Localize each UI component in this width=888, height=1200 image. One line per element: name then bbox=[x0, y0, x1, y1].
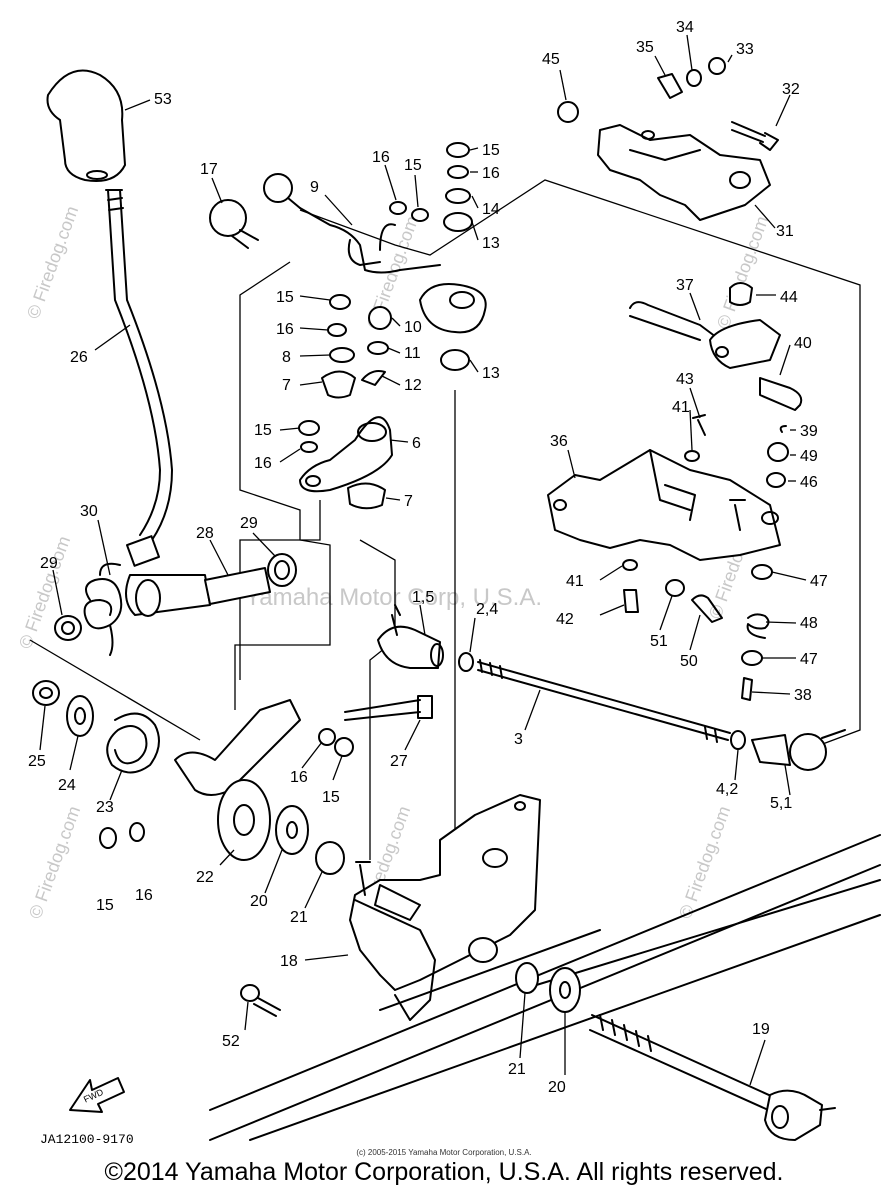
callout-3: 3 bbox=[514, 731, 523, 748]
callout-16-bottom: 16 bbox=[135, 887, 153, 904]
callout-37: 37 bbox=[676, 277, 694, 294]
frame-rails bbox=[209, 834, 881, 1141]
callout-26: 26 bbox=[70, 349, 88, 366]
callout-20-left: 20 bbox=[250, 893, 268, 910]
callout-15-left: 15 bbox=[254, 422, 272, 439]
callout-22: 22 bbox=[196, 869, 214, 886]
callout-8: 8 bbox=[282, 349, 291, 366]
callout-20-right: 20 bbox=[548, 1079, 566, 1096]
shift-rod bbox=[377, 604, 846, 771]
linkage-right bbox=[629, 282, 803, 411]
callout-38: 38 bbox=[794, 687, 812, 704]
small-copyright: (c) 2005-2015 Yamaha Motor Corporation, … bbox=[356, 1148, 532, 1157]
callout-19: 19 bbox=[752, 1021, 770, 1038]
callout-13-upper: 13 bbox=[482, 235, 500, 252]
callout-10: 10 bbox=[404, 319, 422, 336]
callout-30: 30 bbox=[80, 503, 98, 520]
lever-base-assembly bbox=[54, 535, 297, 656]
linkage-middle bbox=[298, 294, 470, 510]
callout-52: 52 bbox=[222, 1033, 240, 1050]
callout-41-upper: 41 bbox=[672, 399, 690, 416]
callout-42: 42 bbox=[556, 611, 574, 628]
callout-15-top: 15 bbox=[404, 157, 422, 174]
watermark-layer: Yamaha Motor Corp, U.S.A. © Firedog.com … bbox=[15, 203, 772, 921]
callout-50: 50 bbox=[680, 653, 698, 670]
callout-13-lower: 13 bbox=[482, 365, 500, 382]
callout-11: 11 bbox=[404, 345, 421, 362]
callout-5-1: 5,1 bbox=[770, 795, 792, 812]
shaft-19 bbox=[515, 962, 836, 1141]
callout-43: 43 bbox=[676, 371, 694, 388]
leader-lines bbox=[39, 34, 807, 1086]
callout-2-4: 2,4 bbox=[476, 601, 498, 618]
callout-47-lower: 47 bbox=[800, 651, 818, 668]
callout-39: 39 bbox=[800, 423, 818, 440]
shift-knob bbox=[46, 69, 126, 182]
fwd-arrow: FWD bbox=[69, 1077, 125, 1113]
callout-53: 53 bbox=[154, 91, 172, 108]
callout-16-lower: 16 bbox=[290, 769, 308, 786]
callout-15-lower: 15 bbox=[322, 789, 340, 806]
callout-7-upper: 7 bbox=[282, 377, 291, 394]
callout-18: 18 bbox=[280, 953, 298, 970]
callout-49: 49 bbox=[800, 448, 818, 465]
bracket-upper-right bbox=[557, 57, 779, 221]
callout-32: 32 bbox=[782, 81, 800, 98]
callout-23: 23 bbox=[96, 799, 114, 816]
callout-28: 28 bbox=[196, 525, 214, 542]
callout-7-lower: 7 bbox=[404, 493, 413, 510]
callout-41-lower: 41 bbox=[566, 573, 584, 590]
callout-45: 45 bbox=[542, 51, 560, 68]
callout-15-mid: 15 bbox=[276, 289, 294, 306]
callout-47-upper: 47 bbox=[810, 573, 828, 590]
callout-17: 17 bbox=[200, 161, 218, 178]
callout-29-left: 29 bbox=[40, 555, 58, 572]
main-bracket-18 bbox=[349, 794, 541, 1021]
watermark-site-8: © Firedog.com bbox=[675, 803, 734, 921]
watermark-site-1: © Firedog.com bbox=[23, 203, 82, 321]
callout-16-stack: 16 bbox=[482, 165, 500, 182]
callout-12: 12 bbox=[404, 377, 422, 394]
bracket-right-36 bbox=[547, 414, 789, 701]
callout-21-right: 21 bbox=[508, 1061, 526, 1078]
diagram-code: JA12100-9170 bbox=[40, 1132, 134, 1147]
lower-left-assembly bbox=[32, 680, 433, 875]
callout-15-bottom: 15 bbox=[96, 897, 114, 914]
callout-9: 9 bbox=[310, 179, 319, 196]
callout-14: 14 bbox=[482, 201, 500, 218]
callout-labels: 53 17 9 16 15 15 16 14 13 13 15 10 16 11… bbox=[28, 19, 828, 1096]
callout-46: 46 bbox=[800, 474, 818, 491]
callout-16-top: 16 bbox=[372, 149, 390, 166]
callout-16-left: 16 bbox=[254, 455, 272, 472]
shift-lever bbox=[105, 189, 173, 541]
callout-27: 27 bbox=[390, 753, 408, 770]
callout-21-left: 21 bbox=[290, 909, 308, 926]
callout-4-2: 4,2 bbox=[716, 781, 738, 798]
callout-33: 33 bbox=[736, 41, 754, 58]
callout-15-stack: 15 bbox=[482, 142, 500, 159]
callout-31: 31 bbox=[776, 223, 794, 240]
callout-29-right: 29 bbox=[240, 515, 258, 532]
bolt-52 bbox=[240, 984, 281, 1017]
callout-48: 48 bbox=[800, 615, 818, 632]
callout-35: 35 bbox=[636, 39, 654, 56]
callout-1-5: 1,5 bbox=[412, 589, 434, 606]
callout-24: 24 bbox=[58, 777, 76, 794]
callout-36: 36 bbox=[550, 433, 568, 450]
footer-copyright: ©2014 Yamaha Motor Corporation, U.S.A. A… bbox=[104, 1158, 784, 1186]
watermark-site-3: © Firedog.com bbox=[713, 213, 772, 331]
callout-16-mid: 16 bbox=[276, 321, 294, 338]
callout-40: 40 bbox=[794, 335, 812, 352]
watermark-main: Yamaha Motor Corp, U.S.A. bbox=[245, 584, 542, 611]
watermark-site-6: © Firedog.com bbox=[25, 803, 84, 921]
callout-44: 44 bbox=[780, 289, 798, 306]
callout-6: 6 bbox=[412, 435, 421, 452]
callout-25: 25 bbox=[28, 753, 46, 770]
callout-34: 34 bbox=[676, 19, 694, 36]
callout-51: 51 bbox=[650, 633, 668, 650]
